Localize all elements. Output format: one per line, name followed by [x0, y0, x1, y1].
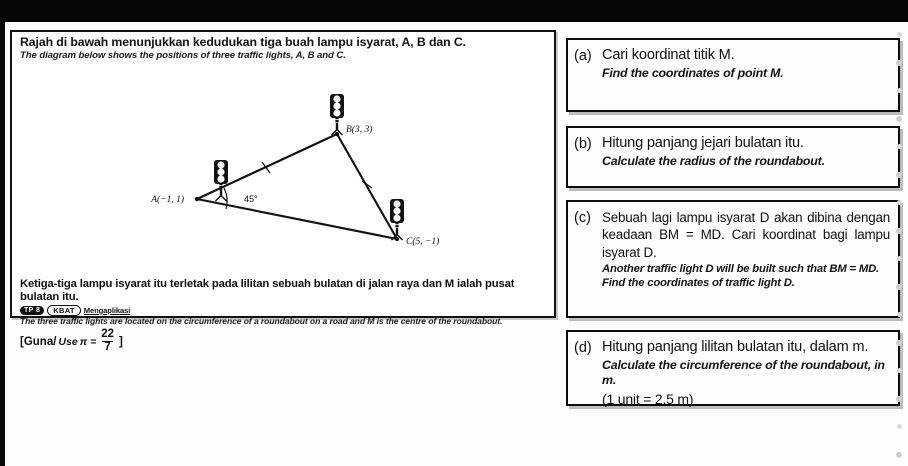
traffic-light-icon-c — [389, 198, 405, 241]
edge-dot — [897, 424, 902, 429]
stem-text-malay: Rajah di bawah menunjukkan kedudukan tig… — [20, 35, 466, 49]
page-left-black-edge — [0, 22, 5, 466]
stem-text-english: The diagram below shows the positions of… — [20, 49, 346, 61]
pi-denominator: 7 — [102, 340, 113, 353]
point-c-label: C(5, −1) — [406, 236, 439, 247]
tick-mark-bc — [361, 180, 373, 189]
edge-dot — [896, 228, 902, 234]
question-box-c: (c) Sebuah lagi lampu isyarat D akan dib… — [566, 200, 900, 318]
question-d-malay: Hitung panjang lilitan bulatan itu, dala… — [602, 339, 869, 355]
pi-instruction: [Guna/ Use π = 22 7 ] — [20, 329, 552, 354]
question-a-malay: Cari koordinat titik M. — [602, 47, 735, 63]
question-label-d: (d) — [574, 340, 592, 356]
edge-dot — [896, 60, 902, 66]
edge-dot — [896, 340, 902, 346]
kbat-badge: KBAT — [47, 305, 81, 316]
pi-prefix: [Guna/ — [20, 336, 57, 349]
edge-dot — [897, 368, 902, 373]
question-label-b: (b) — [574, 136, 592, 152]
question-box-b: (b) Hitung panjang jejari bulatan itu. C… — [566, 126, 900, 188]
question-b-malay: Hitung panjang jejari bulatan itu. — [602, 135, 804, 151]
point-b-label: B(3, 3) — [346, 124, 372, 135]
page-top-black-bar — [0, 0, 908, 22]
pi-use-word: Use — [58, 336, 78, 349]
edge-dot — [897, 200, 902, 205]
point-c-dot — [394, 236, 400, 242]
edge-dot — [897, 32, 902, 37]
edge-dot — [896, 396, 902, 402]
segment-bc — [336, 133, 398, 240]
question-a-english: Find the coordinates of point M. — [602, 65, 784, 80]
edge-dot — [896, 116, 902, 122]
tick-mark-ab — [261, 161, 271, 174]
question-body-b: Hitung panjang jejari bulatan itu. Calcu… — [602, 135, 890, 179]
roundabout-note: Ketiga-tiga lampu isyarat itu terletak p… — [20, 278, 552, 354]
pi-symbol: π = — [79, 336, 97, 349]
tick-marks — [261, 161, 373, 189]
edge-dot — [897, 88, 902, 93]
pi-fraction: 22 7 — [99, 329, 116, 353]
edge-dot — [896, 452, 902, 458]
question-label-c: (c) — [574, 210, 591, 226]
question-d-english: Calculate the circumference of the round… — [602, 357, 885, 387]
segment-ac — [196, 197, 398, 241]
question-c-malay: Sebuah lagi lampu isyarat D akan dibina … — [602, 210, 890, 260]
pi-numerator: 22 — [101, 328, 115, 341]
question-box-d: (d) Hitung panjang lilitan bulatan itu, … — [566, 330, 900, 407]
triangle-sides — [196, 133, 398, 241]
edge-dot — [896, 284, 902, 290]
skill-badges: TP 8 KBAT Mengaplikasi — [20, 305, 552, 316]
question-body-a: Cari koordinat titik M. Find the coordin… — [602, 47, 890, 103]
angle-arc-a — [223, 187, 228, 210]
note-text-malay: Ketiga-tiga lampu isyarat itu terletak p… — [20, 278, 515, 303]
question-c-english: Another traffic light D will be built su… — [602, 263, 879, 289]
edge-dot — [897, 312, 902, 317]
point-a-label: A(−1, 1) — [150, 194, 184, 205]
traffic-light-icon-b — [329, 93, 345, 136]
question-b-english: Calculate the radius of the roundabout. — [602, 153, 825, 168]
edge-dot — [897, 144, 902, 149]
pi-suffix: ] — [119, 336, 123, 349]
question-label-a: (a) — [574, 48, 592, 64]
question-stem-panel: Rajah di bawah menunjukkan kedudukan tig… — [10, 30, 558, 352]
edge-dot — [896, 172, 902, 178]
edge-dot — [897, 256, 902, 261]
tp-badge: TP 8 — [20, 305, 45, 315]
note-text-english: The three traffic lights are located on … — [20, 315, 503, 326]
question-stem: Rajah di bawah menunjukkan kedudukan tig… — [20, 35, 540, 61]
skill-label: Mengaplikasi — [83, 305, 131, 315]
angle-label: 45° — [244, 194, 258, 204]
question-body-d: Hitung panjang lilitan bulatan itu, dala… — [602, 339, 890, 407]
triangle-diagram: 45° A(−1, 1) B(3, 3) C(5, −1) — [12, 74, 558, 274]
question-box-a: (a) Cari koordinat titik M. Find the coo… — [566, 38, 900, 112]
point-b-dot — [334, 131, 340, 137]
question-d-unit-note: (1 unit = 2.5 m) — [602, 390, 694, 407]
question-body-c: Sebuah lagi lampu isyarat D akan dibina … — [602, 209, 890, 309]
point-a-dot — [194, 196, 200, 202]
